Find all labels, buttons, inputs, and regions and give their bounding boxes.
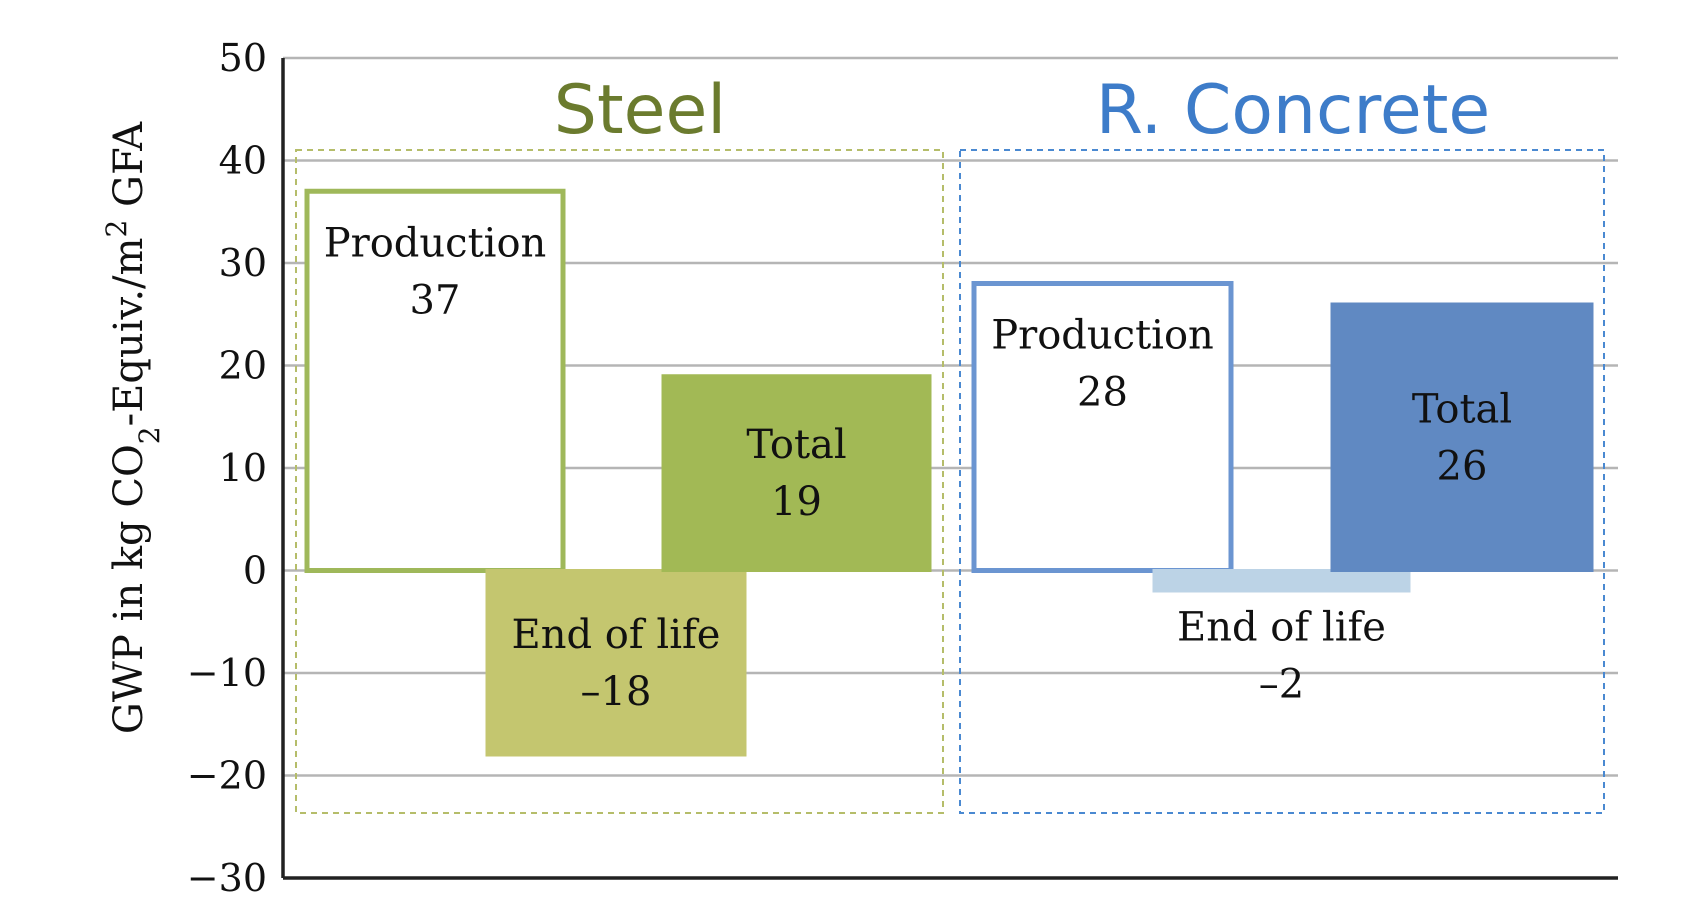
group-title: R. Concrete <box>1096 71 1490 150</box>
bar <box>1152 569 1411 593</box>
bar-label: Production <box>991 313 1214 359</box>
y-tick-labels: −30 −20 −10 0 10 20 30 40 50 <box>187 36 267 900</box>
bar-value-label: 26 <box>1437 443 1488 489</box>
bar-label: Production <box>324 220 547 266</box>
y-tick-label: 30 <box>219 241 267 285</box>
group-frame <box>295 149 944 814</box>
y-tick-label: 0 <box>243 549 267 593</box>
bar-label: Total <box>746 422 846 468</box>
y-tick-label: 10 <box>219 446 267 490</box>
bar-value-label: –18 <box>581 669 652 715</box>
y-tick-label: 20 <box>219 344 267 388</box>
bar-label: Total <box>1412 386 1512 432</box>
group-title: Steel <box>554 71 726 150</box>
y-tick-label: 50 <box>219 36 267 80</box>
bar <box>485 569 747 757</box>
bar-value-label: 37 <box>410 277 461 323</box>
bar <box>1330 302 1594 572</box>
axes <box>281 58 1618 880</box>
y-axis-label: GWP in kg CO2-Equiv./m2 GFA <box>100 121 166 734</box>
y-tick-label: −20 <box>187 754 267 798</box>
bar-value-label: –2 <box>1259 662 1304 708</box>
bar-label: End of life <box>1177 605 1386 651</box>
bar-value-label: 28 <box>1077 370 1128 416</box>
bar-value-label: 19 <box>771 479 822 525</box>
bar <box>661 374 932 572</box>
bar-label: End of life <box>512 612 721 658</box>
group-frame <box>959 149 1605 814</box>
bar <box>971 281 1234 573</box>
group-boxes: Steel R. Concrete <box>295 71 1605 814</box>
bar <box>304 188 566 573</box>
y-tick-label: −30 <box>187 856 267 900</box>
y-tick-label: −10 <box>187 651 267 695</box>
y-tick-label: 40 <box>219 139 267 183</box>
